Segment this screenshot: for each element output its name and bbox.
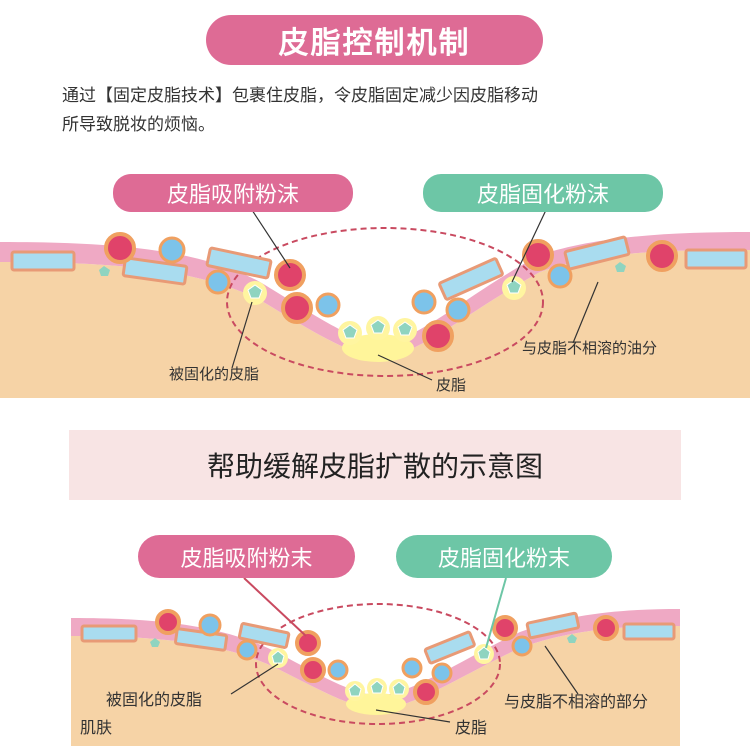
intro-line-1: 通过【固定皮脂技术】包裹住皮脂，令皮脂固定减少因皮脂移动	[62, 86, 538, 106]
bottom-label-fix: 皮脂固化粉末	[396, 535, 612, 578]
top-ann-fixed: 被固化的皮脂	[169, 365, 260, 383]
top-diagram	[0, 209, 750, 398]
bottom-oil-bars	[80, 611, 676, 665]
top-skin-band	[0, 232, 750, 358]
top-label-fix: 皮脂固化粉沫	[423, 174, 663, 212]
top-dashed-ring	[226, 227, 544, 377]
diagram-banner: 帮助缓解皮脂扩散的示意图	[69, 430, 681, 500]
bottom-ann-part: 与皮脂不相溶的部分	[504, 692, 649, 711]
top-label-adsorb: 皮脂吸附粉沫	[113, 174, 353, 212]
intro-text: 通过【固定皮脂技术】包裹住皮脂，令皮脂固定减少因皮脂移动 所导致脱妆的烦恼。	[62, 82, 702, 140]
bottom-leader-lines	[230, 577, 579, 723]
top-blue-particles	[158, 236, 573, 323]
bottom-label-adsorb: 皮脂吸附粉末	[138, 535, 355, 578]
bottom-ann-skin: 肌肤	[80, 718, 113, 737]
page-title: 皮脂控制机制	[206, 15, 543, 65]
top-adsorb-particles	[104, 232, 678, 352]
bottom-blue-particles	[198, 613, 533, 684]
top-ann-sebum: 皮脂	[436, 376, 467, 394]
top-leader-lines	[231, 209, 599, 381]
top-sebum-pool	[342, 334, 414, 362]
bottom-ann-fixed: 被固化的皮脂	[106, 690, 203, 709]
top-oil-bars	[10, 235, 748, 301]
bottom-ann-sebum: 皮脂	[455, 718, 488, 737]
bottom-dashed-ring	[255, 603, 501, 725]
bottom-adsorb-particles	[155, 609, 619, 705]
intro-line-2: 所导致脱妆的烦恼。	[62, 115, 215, 135]
bottom-skin-area	[71, 626, 680, 746]
bottom-fix-particles	[150, 634, 577, 701]
top-fix-particles	[99, 262, 626, 345]
top-ann-oil: 与皮脂不相溶的油分	[522, 339, 658, 357]
